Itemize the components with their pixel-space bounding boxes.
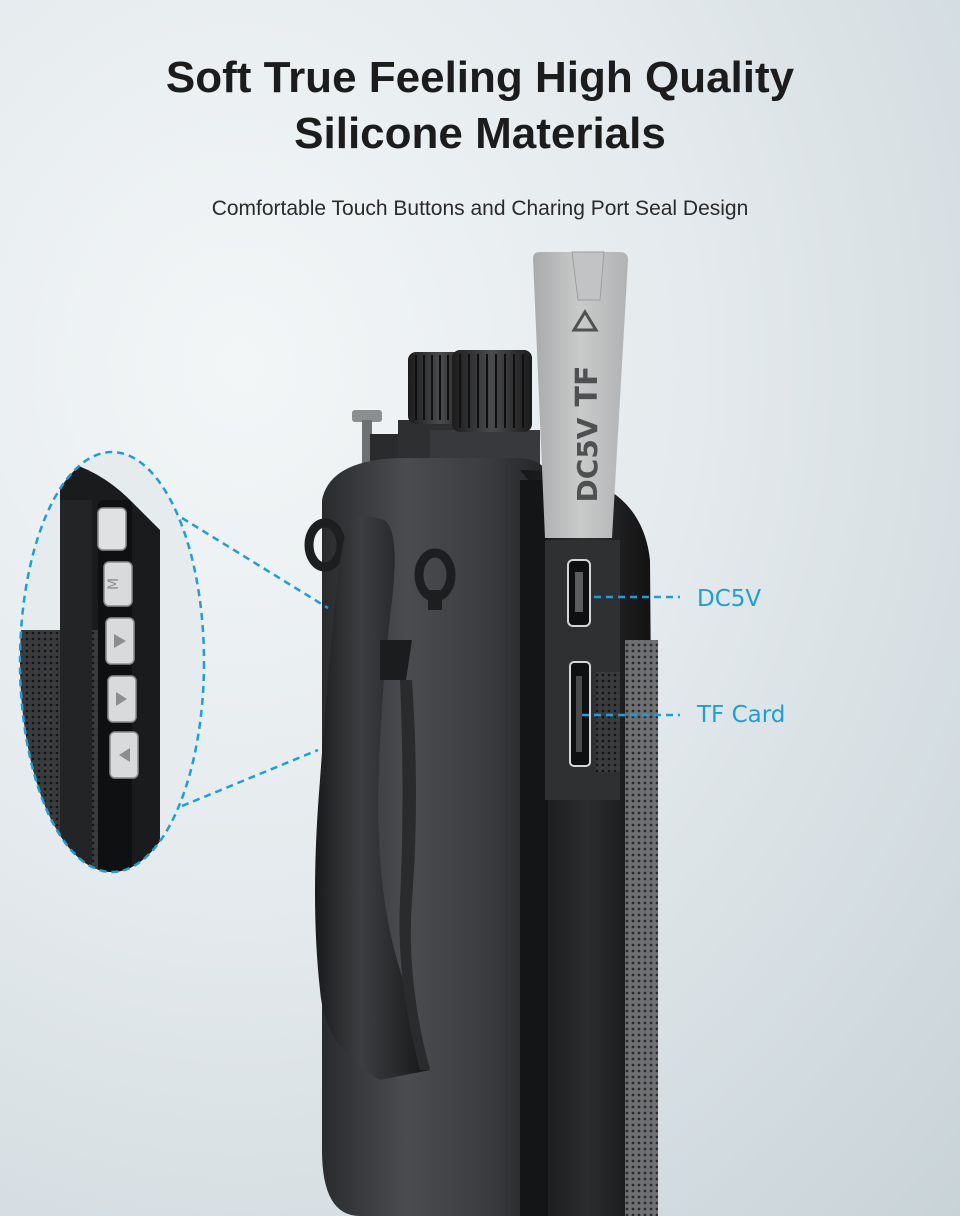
zoom-button-mode-label: M — [106, 578, 122, 590]
subheadline: Comfortable Touch Buttons and Charing Po… — [211, 197, 749, 220]
callout-tf-card: TF Card — [697, 702, 786, 728]
tf-card-slot-icon — [569, 661, 620, 772]
seal-flap-dc-label: DC5V — [571, 417, 604, 502]
zoom-button-previous-icon — [109, 731, 139, 779]
headline: Soft True Feeling High Quality Silicone … — [0, 50, 960, 162]
mic-knob-icon — [452, 350, 532, 432]
zoom-inset: M — [18, 450, 329, 874]
zoom-button-power — [97, 507, 127, 551]
lanyard-loop-right-icon — [414, 548, 456, 610]
belt-clip — [315, 516, 430, 1080]
usb-port-icon — [567, 559, 591, 627]
headline-line-1: Soft True Feeling High Quality — [165, 53, 795, 102]
zoom-button-mode: M — [103, 561, 133, 607]
callout-dc5v: DC5V — [697, 586, 762, 612]
zoom-connector-bottom — [181, 748, 319, 808]
zoom-connector-top — [181, 516, 329, 610]
lanyard-loop-left-icon — [304, 518, 346, 572]
seal-flap-tf-label: TF — [570, 366, 605, 407]
zoom-button-next-icon — [105, 617, 135, 665]
zoom-circle-outline — [18, 450, 206, 874]
seal-flap: TF DC5V — [533, 251, 628, 538]
headline-line-2: Silicone Materials — [294, 109, 666, 158]
zoom-button-play-pause-icon — [107, 675, 137, 723]
